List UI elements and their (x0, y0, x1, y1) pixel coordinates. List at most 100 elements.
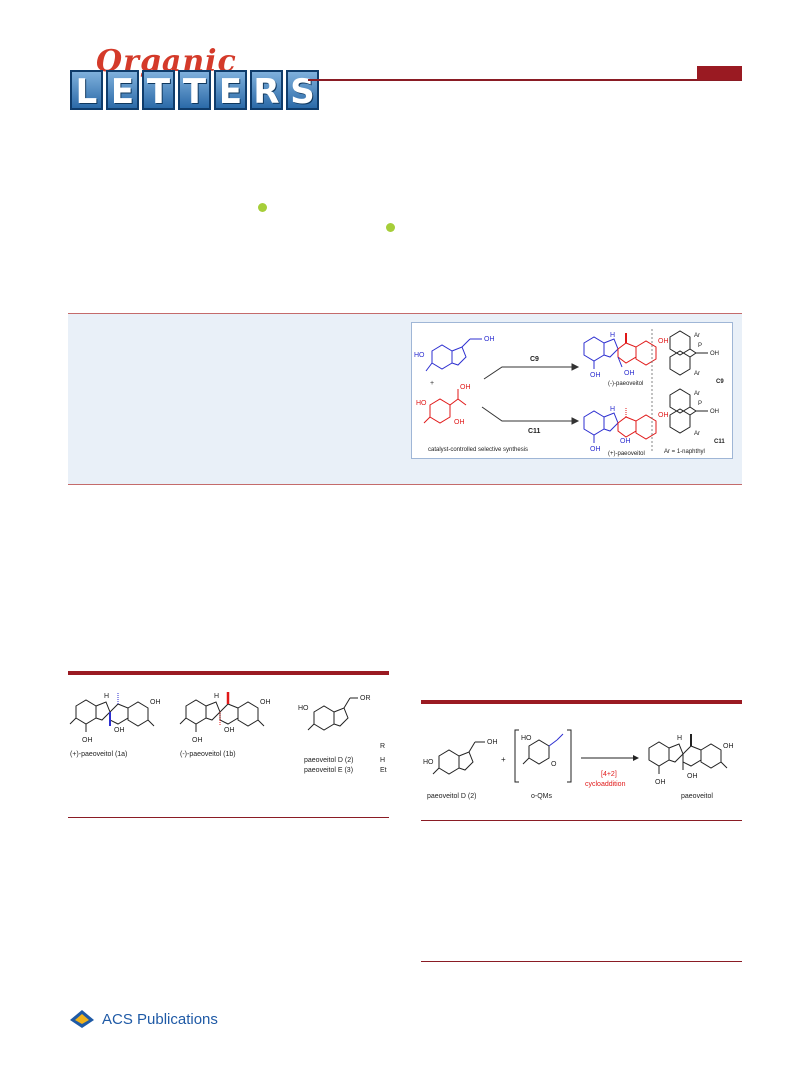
fig1b-h: H (214, 693, 219, 700)
journal-logo-letters: L E T T E R S (70, 70, 319, 112)
compound-1b-label: (-)-paeoveitol (1b) (180, 751, 236, 758)
toc-h-top: H (610, 332, 615, 339)
toc-oh-bottom: OH (658, 412, 669, 419)
header-rule (308, 79, 742, 81)
product-bottom-structure (583, 407, 657, 443)
fig2-or: OR (360, 695, 371, 702)
figure1-top-bar (68, 671, 389, 675)
fig1b-oh3: OH (224, 727, 235, 734)
toc-caption: catalyst-controlled selective synthesis (428, 447, 528, 453)
scheme-reactant-1-label: paeoveitol D (2) (427, 793, 476, 800)
scheme1-svg: HO OH paeoveitol D (2) + HO O o-QMs [4+2… (423, 729, 734, 800)
reaction-arrows (481, 363, 580, 425)
c11-p: P (698, 401, 702, 407)
scheme-reaction-type-2: cycloaddition (585, 781, 626, 788)
acs-logo-icon (70, 1010, 94, 1028)
logo-letter: T (142, 70, 175, 112)
fig1b-oh: OH (260, 699, 271, 706)
scheme-product-h: H (677, 735, 682, 742)
fig2-ho: HO (298, 705, 309, 712)
c9-ar-top: Ar (694, 333, 700, 339)
scheme1-graphic: HO OH paeoveitol D (2) + HO O o-QMs [4+2… (421, 720, 742, 816)
c11-oh: OH (710, 409, 719, 415)
scheme-ho: HO (423, 759, 434, 766)
fig1a-oh3: OH (114, 727, 125, 734)
publisher-name: ACS Publications (102, 1010, 218, 1028)
logo-letter: T (178, 70, 211, 112)
toc-plus: + (430, 380, 434, 387)
fig1a-oh2: OH (82, 737, 93, 744)
c11-ar-top: Ar (694, 391, 700, 397)
c11-ar-bottom: Ar (694, 431, 700, 437)
scheme1-bottom-rule (421, 820, 742, 821)
r-value-2: H (380, 757, 385, 764)
figure1-bottom-rule (68, 817, 389, 818)
scheme1-caption-rule (421, 961, 742, 962)
toc-graphic: HO OH + HO OH OH C9 C11 (411, 322, 733, 459)
logo-letter: R (250, 70, 283, 112)
r-header: R (380, 743, 385, 750)
scheme-qm-ho: HO (521, 735, 532, 742)
phenol-reactant (423, 389, 467, 424)
orcid-icon[interactable] (258, 203, 267, 212)
toc-oh-label: OH (484, 336, 495, 343)
scheme-product-oh2: OH (655, 779, 666, 786)
logo-letter: E (214, 70, 247, 112)
compound-3-label: paeoveitol E (3) (304, 767, 353, 774)
toc-h-bottom: H (610, 406, 615, 413)
fig1a-oh: OH (150, 699, 161, 706)
compound-2-label: paeoveitol D (2) (304, 757, 353, 764)
figure1-graphic: H OH OH OH (+)-paeoveitol (1a) H OH OH O… (68, 676, 389, 776)
c9-p: P (698, 343, 702, 349)
figure1-svg: H OH OH OH (+)-paeoveitol (1a) H OH OH O… (69, 692, 387, 774)
toc-ho-label-red: HO (416, 400, 427, 407)
toc-ho-label: HO (414, 352, 425, 359)
scheme-arrowhead (633, 755, 639, 761)
r-value-3: Et (380, 767, 387, 774)
journal-header: Organic L E T T E R S (0, 0, 809, 112)
scheme-product-structure (648, 734, 728, 774)
toc-oh-top2: OH (590, 372, 601, 379)
toc-catalyst-top: C9 (530, 356, 539, 363)
logo-letter: L (70, 70, 103, 112)
toc-product-top: (-)-paeoveitol (608, 381, 643, 387)
scheme-reaction-type-1: [4+2] (601, 771, 617, 778)
compound-1a-label: (+)-paeoveitol (1a) (70, 751, 127, 758)
scheme-plus: + (501, 755, 506, 764)
catalyst-c9-structure (669, 330, 708, 376)
benzofuran-reactant (425, 338, 482, 372)
logo-letter: E (106, 70, 139, 112)
toc-oh-label-red: OH (460, 384, 471, 391)
scheme-reactant-2 (514, 729, 572, 783)
c9-label: C9 (716, 379, 724, 385)
toc-scheme-svg: HO OH + HO OH OH C9 C11 (414, 329, 725, 457)
product-top-structure (583, 333, 657, 369)
scheme-product-oh: OH (723, 743, 734, 750)
scheme1-top-bar (421, 700, 742, 704)
fig1b-oh2: OH (192, 737, 203, 744)
publisher-logo[interactable]: ACS Publications (68, 1008, 218, 1030)
c11-label: C11 (714, 439, 725, 445)
c9-ar-bottom: Ar (694, 371, 700, 377)
toc-product-bottom: (+)-paeoveitol (608, 451, 645, 457)
toc-oh-bottom3: OH (620, 438, 631, 445)
orcid-icon[interactable] (386, 223, 395, 232)
logo-letter: S (286, 70, 319, 112)
scheme-reactant-2-label: o-QMs (531, 793, 553, 800)
scheme-oh: OH (487, 739, 498, 746)
scheme-reactant-1 (432, 741, 485, 775)
compound-1a-structure (69, 692, 155, 732)
scheme-product-label: paeoveitol (681, 793, 713, 800)
toc-ar-note: Ar = 1-naphthyl (664, 449, 705, 455)
c9-oh: OH (710, 351, 719, 357)
toc-oh-bottom2: OH (590, 446, 601, 453)
toc-oh-top: OH (658, 338, 669, 345)
toc-oh-top3: OH (624, 370, 635, 377)
scheme-product-oh3: OH (687, 773, 698, 780)
header-tab (697, 66, 742, 80)
toc-catalyst-bottom: C11 (528, 428, 541, 435)
scheme-qm-o: O (551, 761, 557, 768)
fig1a-h: H (104, 693, 109, 700)
compound-2-3-structure (307, 697, 358, 731)
catalyst-c11-structure (669, 388, 708, 434)
